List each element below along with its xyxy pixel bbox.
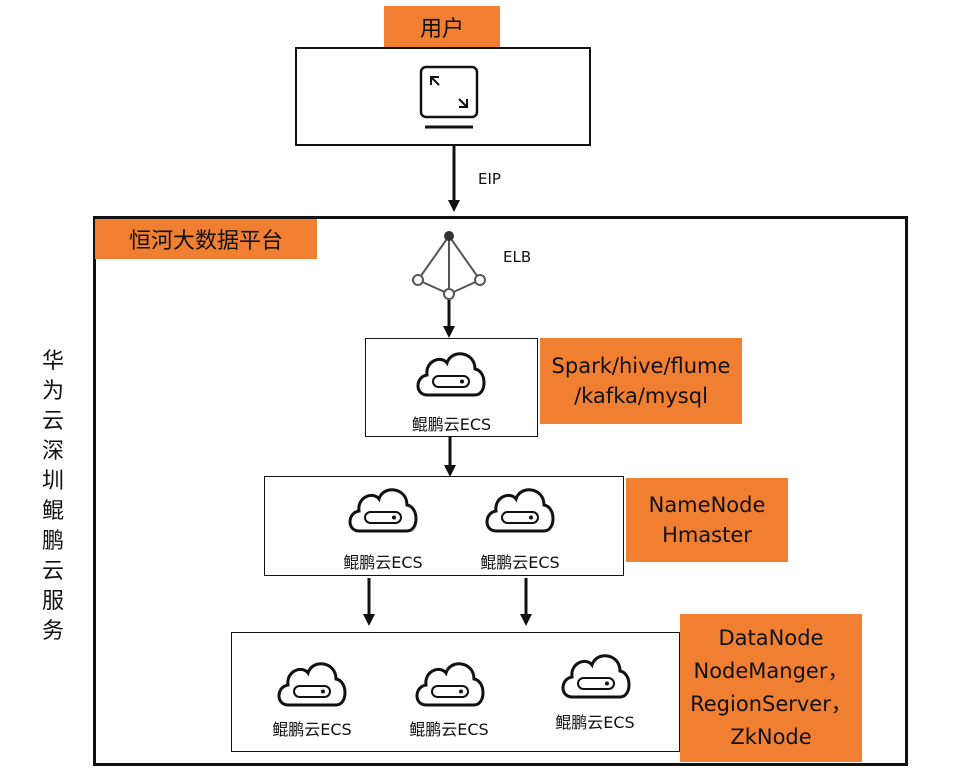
tier2-role-label: NameNode Hmaster [626, 478, 788, 562]
load-balancer-icon [412, 231, 486, 300]
elb-to-tier1-arrow [443, 300, 455, 338]
user-label: 用户 [384, 6, 500, 48]
tier3-ecs-label-3: 鲲鹏云ECS [555, 713, 635, 732]
user-box [295, 47, 591, 146]
cloud-server-icon [348, 488, 418, 533]
monitor-icon [419, 65, 479, 129]
elb-label: ELB [503, 248, 532, 266]
platform-label: 恒河大数据平台 [95, 219, 317, 259]
eip-label: EIP [478, 170, 501, 188]
tier2-to-tier3-arrow-right [520, 578, 532, 626]
eip-arrow [448, 146, 460, 212]
cloud-server-icon [561, 654, 631, 699]
tier1-role-label: Spark/hive/flume /kafka/mysql [540, 338, 742, 424]
cloud-server-icon [485, 488, 555, 533]
tier2-box: 鲲鹏云ECS 鲲鹏云ECS [264, 476, 624, 576]
tier3-role-label: DataNode NodeManger， RegionServer， ZkNod… [680, 614, 862, 762]
cloud-server-icon [277, 662, 347, 707]
tier1-to-tier2-arrow [444, 437, 456, 477]
tier1-box: 鲲鹏云ECS [365, 338, 538, 437]
cloud-server-icon [416, 352, 486, 397]
cloud-server-icon [415, 662, 485, 707]
tier2-to-tier3-arrow-left [363, 578, 375, 626]
service-provider-label: 华为云 深圳鲲 鹏云服 务 [41, 349, 64, 644]
tier1-ecs-label: 鲲鹏云ECS [411, 415, 492, 434]
tier3-ecs-label-2: 鲲鹏云ECS [409, 720, 489, 739]
tier2-ecs-label-1: 鲲鹏云ECS [343, 553, 423, 572]
tier2-ecs-label-2: 鲲鹏云ECS [480, 553, 560, 572]
tier3-ecs-label-1: 鲲鹏云ECS [272, 720, 352, 739]
tier3-box: 鲲鹏云ECS 鲲鹏云ECS 鲲鹏云ECS [231, 632, 680, 752]
